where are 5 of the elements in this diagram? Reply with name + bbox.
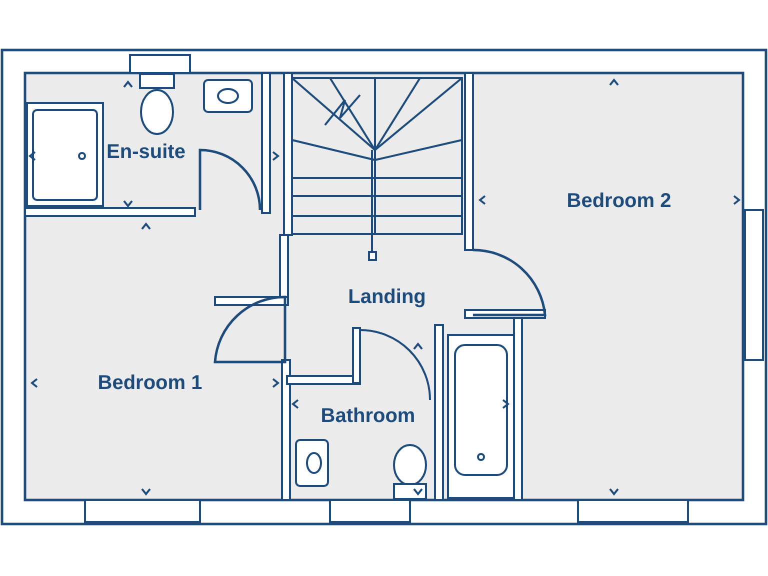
- room-label: Bedroom 2: [566, 189, 672, 214]
- room-label: Bedroom 1: [98, 371, 202, 396]
- room-label: En-suite: [106, 140, 186, 165]
- room-label: Landing: [348, 285, 426, 310]
- room-label: Bathroom: [320, 404, 416, 429]
